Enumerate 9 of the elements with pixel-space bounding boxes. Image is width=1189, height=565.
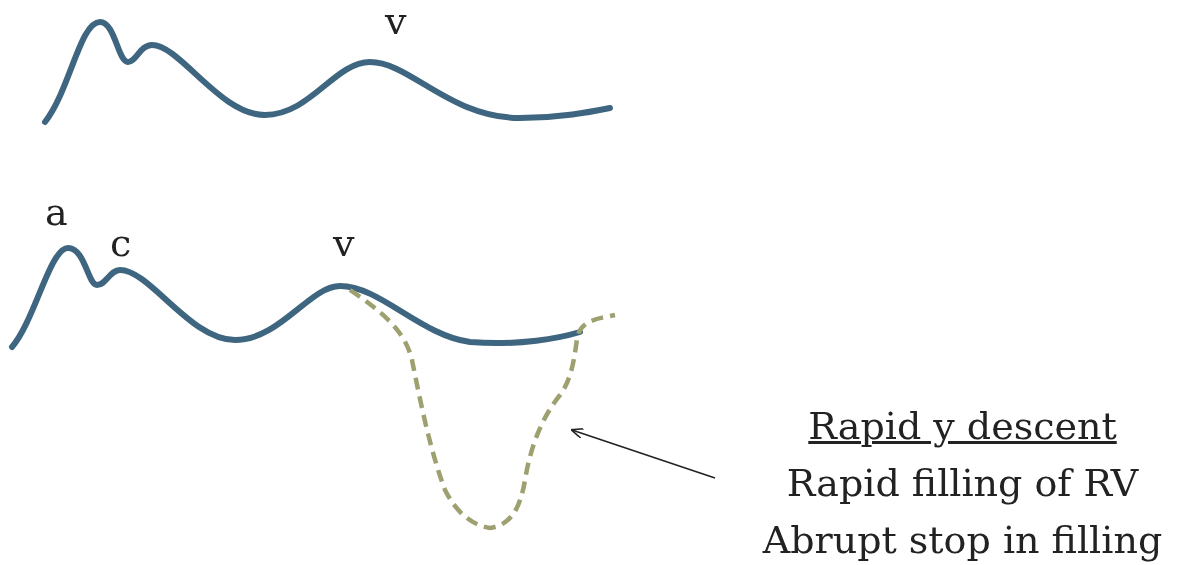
note-text: Abrupt stop in filling (761, 517, 1164, 564)
note-text: Rapid filling of RV (785, 460, 1140, 507)
dashed-curve (348, 288, 616, 531)
heading-text: Rapid y descent (808, 403, 1117, 450)
wave-label: v (385, 2, 407, 40)
wave-label: a (45, 193, 68, 231)
wave-label: v (333, 224, 355, 262)
arrow (570, 427, 716, 479)
wave-label: c (110, 224, 132, 262)
